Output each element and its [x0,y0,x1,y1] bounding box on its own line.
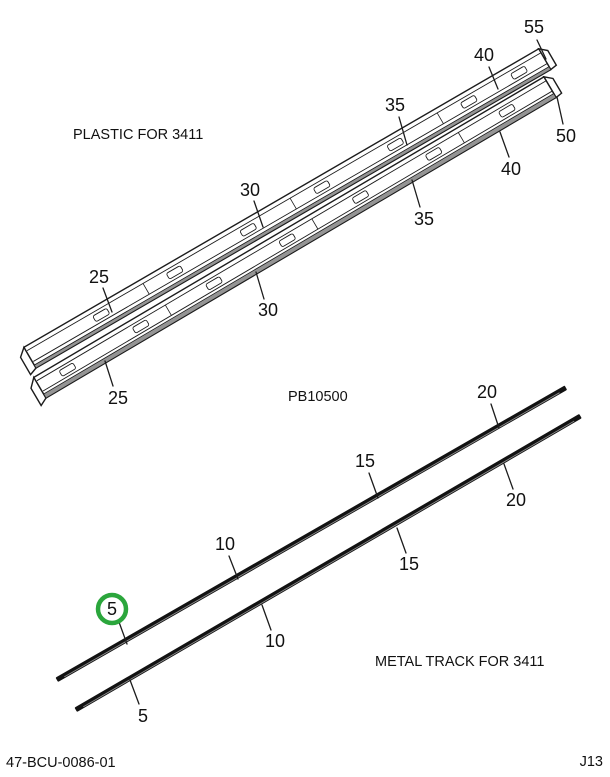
track-highlight-line [64,392,560,678]
lower-leader-lines [118,403,514,705]
strip-flange-line [36,80,547,382]
leader-line [536,39,547,60]
upper-leader-lines [102,39,564,387]
callout-55: 55 [524,17,544,37]
strip-bottom-band [43,93,557,399]
strip-slot [313,180,331,194]
lower-diagram-caption: METAL TRACK FOR 3411 [375,654,544,670]
leader-line [503,463,514,490]
leader-line [129,679,140,705]
metal-track-lower [74,414,582,712]
metal-track-upper [55,385,567,682]
leader-line [102,287,113,313]
strip-slot [166,265,184,279]
leader-line [261,604,272,631]
plastic-strip-upper [19,47,558,376]
track-bar [74,414,582,712]
callout-10-upper: 10 [215,534,235,554]
strip-division-tick [165,304,172,316]
leader-line [368,472,379,499]
strip-slot [92,308,110,322]
plastic-strip-lower [30,75,563,407]
strip-slot [387,137,404,152]
strip-slot [460,95,478,109]
strip-slot [352,190,369,204]
callout-30-lower: 30 [258,300,278,320]
callout-20-upper: 20 [477,382,497,402]
callout-20-lower: 20 [506,490,526,510]
strip-division-tick [289,197,297,210]
strip-slot [59,363,76,377]
leader-line [499,131,510,158]
callout-40-upper: 40 [474,45,494,65]
callout-25-lower: 25 [108,388,128,408]
track-bar [55,385,567,682]
highlight-circle [95,592,129,626]
strip-flange-line [26,52,542,352]
strip-inner-line [33,63,548,362]
leader-line [411,179,421,208]
leader-line [396,527,407,554]
upper-diagram-caption: PLASTIC FOR 3411 [73,127,203,143]
strip-inner-line [42,90,553,392]
leader-line [255,271,265,300]
callout-5-lower: 5 [138,706,148,726]
callout-30-upper: 30 [240,180,260,200]
strip-slot [510,66,528,80]
leader-line [228,555,239,580]
leader-line [118,621,128,645]
leader-line [490,403,500,429]
leader-line [104,360,114,387]
strip-slot [240,223,257,237]
leader-line [398,116,408,146]
strip-division-tick [311,218,319,230]
callout-5-upper: 5 [107,599,117,619]
leader-line [488,66,499,90]
leader-line [556,96,564,125]
callout-10-lower: 10 [265,631,285,651]
callout-15-lower: 15 [399,554,419,574]
callout-50: 50 [556,126,576,146]
callout-35-upper: 35 [385,95,405,115]
leader-line [253,200,264,228]
strip-slot [132,319,150,334]
callout-25-upper: 25 [89,267,109,287]
strip-division-tick [436,112,444,124]
track-highlight-line [83,420,575,708]
footer-drawing-number: 47-BCU-0086-01 [6,755,116,771]
strip-division-tick [142,283,150,295]
strip-slot [205,276,223,290]
strip-bottom-band [33,66,552,369]
callout-15-upper: 15 [355,451,375,471]
highlighted-callout-5: 5 [95,592,129,626]
strip-slot [425,147,443,161]
callout-35-lower: 35 [414,209,434,229]
part-number-label: PB10500 [288,389,348,405]
strip-division-tick [457,132,465,144]
footer-page-code: J13 [580,754,603,770]
callout-40-lower: 40 [501,159,521,179]
strip-slot [498,104,516,118]
strip-slot [279,233,296,247]
